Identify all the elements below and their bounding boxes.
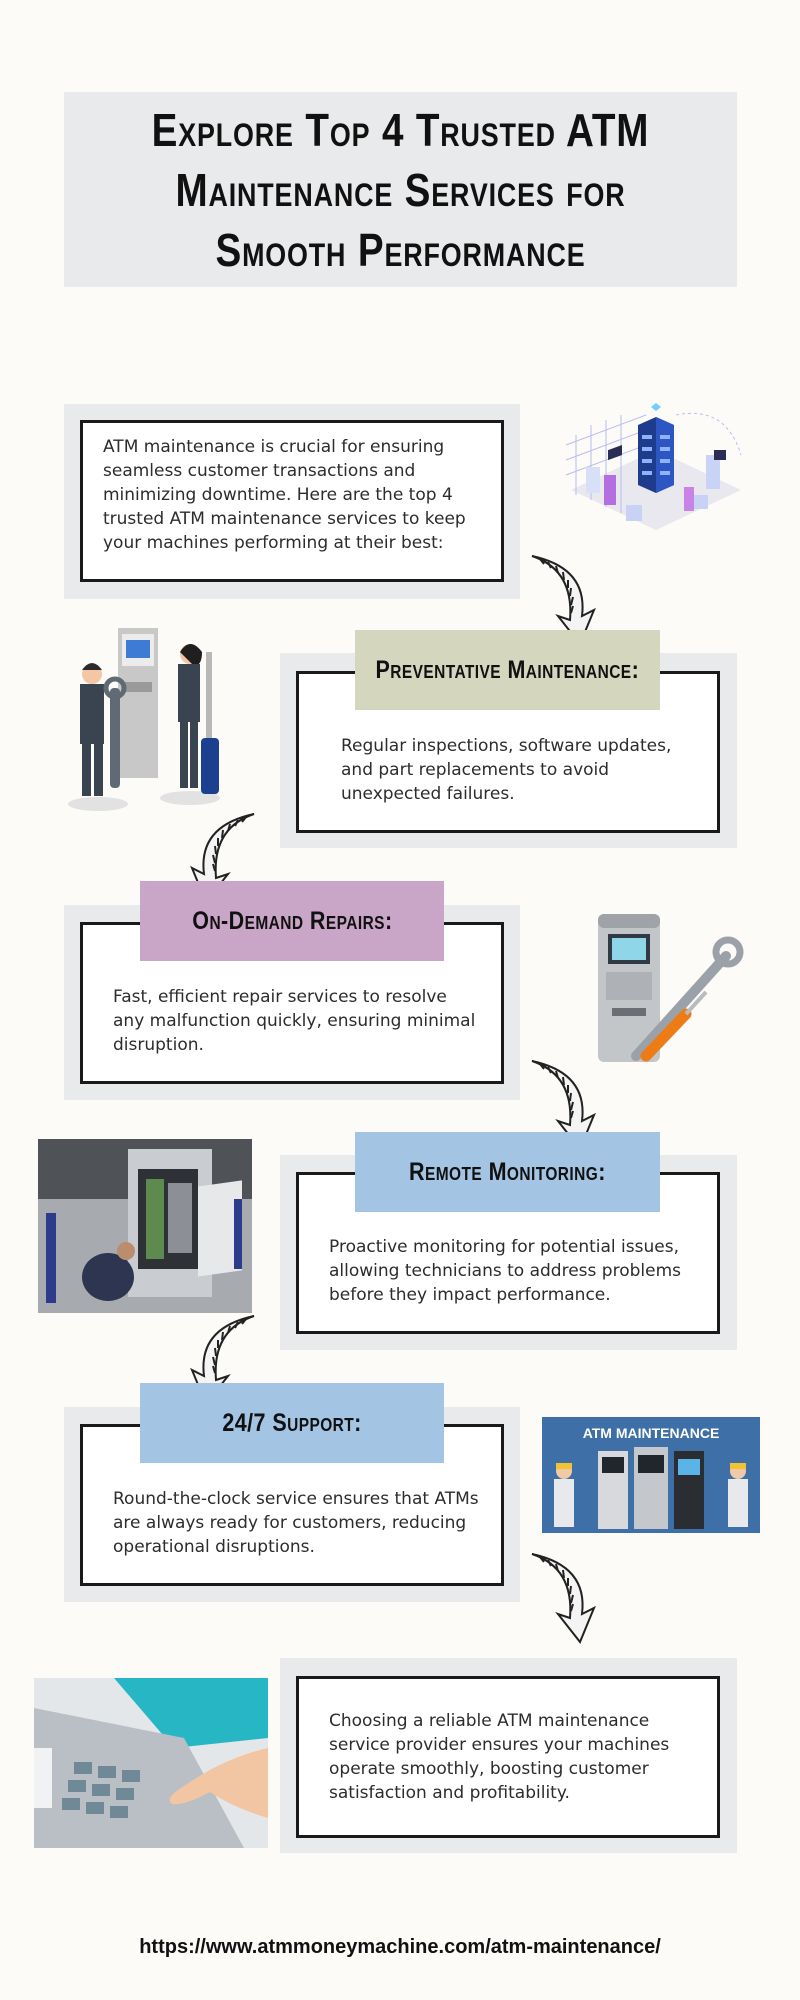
page-title: Explore Top 4 Trusted ATM Maintenance Se… xyxy=(151,103,650,276)
preventative-title-text: Preventative Maintenance: xyxy=(375,655,640,684)
intro-text: ATM maintenance is crucial for ensuring … xyxy=(103,437,466,553)
repairs-title: On-Demand Repairs: xyxy=(140,881,444,961)
monitoring-text: Proactive monitoring for potential issue… xyxy=(329,1237,681,1305)
atm-maintenance-banner: ATM MAINTENANCE xyxy=(542,1417,760,1533)
monitoring-title: Remote Monitoring: xyxy=(355,1132,660,1212)
support-title: 24/7 Support: xyxy=(140,1383,444,1463)
repairs-title-text: On-Demand Repairs: xyxy=(191,906,393,935)
banner-label: ATM MAINTENANCE xyxy=(582,1425,720,1441)
technician-photo xyxy=(38,1139,252,1313)
repairs-text: Fast, efficient repair services to resol… xyxy=(113,987,476,1055)
arrow-icon xyxy=(526,1548,606,1646)
title-banner: Explore Top 4 Trusted ATM Maintenance Se… xyxy=(64,92,737,287)
preventative-text: Regular inspections, software updates, a… xyxy=(341,736,672,804)
atm-tools-illustration xyxy=(556,906,752,1068)
intro-box: ATM maintenance is crucial for ensuring … xyxy=(80,420,504,582)
monitoring-title-text: Remote Monitoring: xyxy=(409,1157,606,1186)
technicians-illustration xyxy=(62,622,234,818)
server-illustration xyxy=(556,395,756,555)
preventative-title: Preventative Maintenance: xyxy=(355,630,660,710)
support-text: Round-the-clock service ensures that ATM… xyxy=(113,1489,479,1557)
atm-keypad-photo xyxy=(34,1678,268,1848)
support-title-text: 24/7 Support: xyxy=(222,1408,362,1437)
conclusion-text: Choosing a reliable ATM maintenance serv… xyxy=(329,1711,670,1803)
conclusion-box: Choosing a reliable ATM maintenance serv… xyxy=(296,1676,720,1838)
footer-url[interactable]: https://www.atmmoneymachine.com/atm-main… xyxy=(139,1936,661,1958)
